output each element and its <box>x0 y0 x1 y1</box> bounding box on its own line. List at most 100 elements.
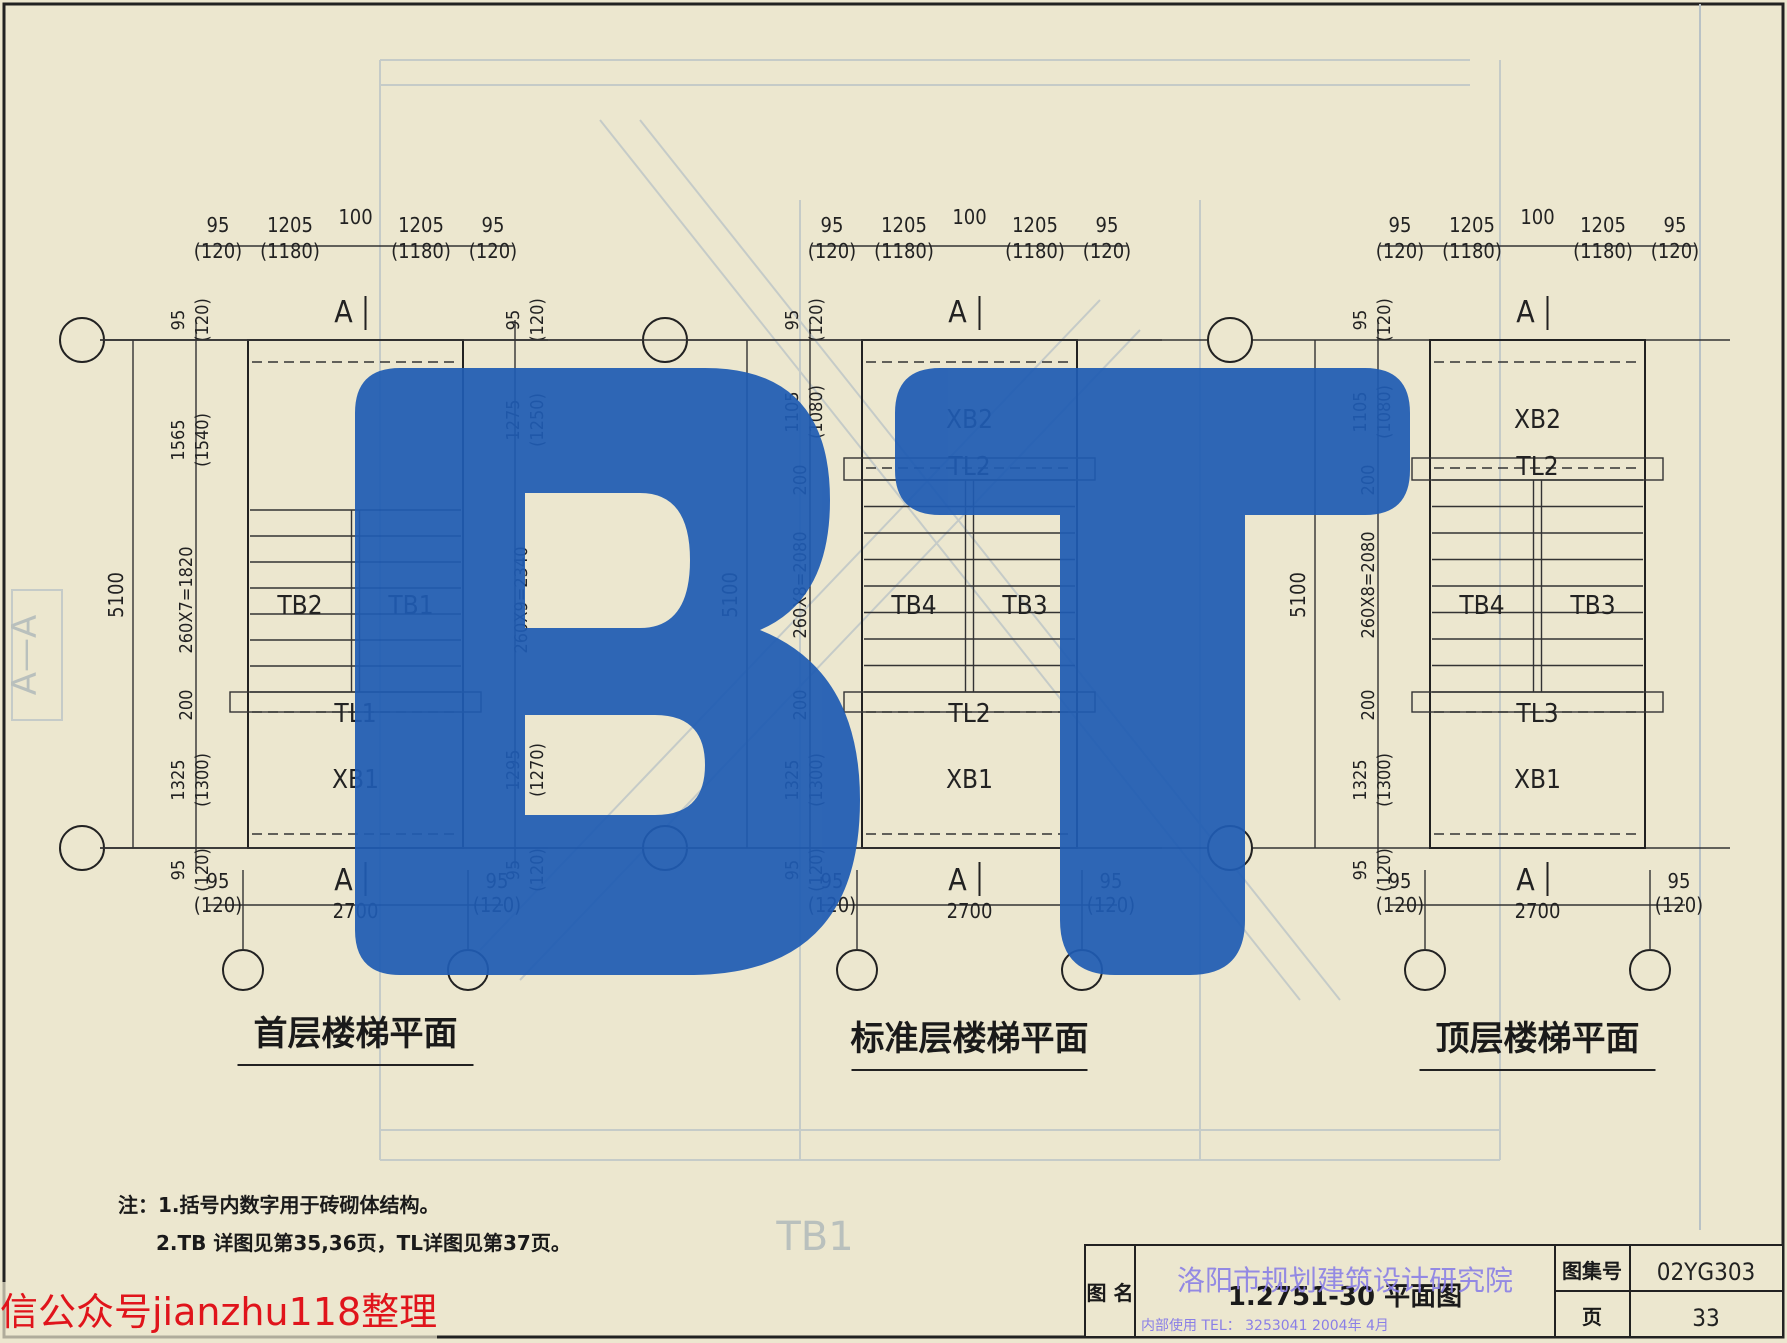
left-dim: (1540) <box>192 413 213 467</box>
left-dim: 95 <box>1350 310 1371 331</box>
axis-bubble-top <box>59 317 105 363</box>
top-dim: (120) <box>469 239 517 263</box>
top-dim: 1205 <box>1449 213 1495 237</box>
left-dim: 200 <box>1358 690 1379 721</box>
top-dim: 95 <box>1664 213 1687 237</box>
total-dim: 5100 <box>104 572 128 618</box>
left-dim: (120) <box>806 298 827 342</box>
note-line-1: 注：1.括号内数字用于砖砌体结构。 <box>118 1193 440 1217</box>
label-slab-top: XB2 <box>1514 405 1561 435</box>
top-dim: 1205 <box>881 213 927 237</box>
left-dim: 260X7=1820 <box>176 546 197 653</box>
top-dim: (120) <box>194 239 242 263</box>
left-dim: (120) <box>1374 848 1395 892</box>
right-dim: (120) <box>527 298 548 342</box>
top-dim: 1205 <box>1012 213 1058 237</box>
label-beam-mid: TL3 <box>1515 699 1558 729</box>
section-mark-bottom: A <box>1516 863 1535 898</box>
left-dim: (1300) <box>1374 753 1395 807</box>
axis-bubble-left <box>836 949 878 991</box>
axis-bubble-right <box>1629 949 1671 991</box>
left-dim: 95 <box>782 310 803 331</box>
bottom-dim: 95 <box>207 869 230 893</box>
axis-bubble-top <box>1207 317 1253 363</box>
top-dim: (1180) <box>1442 239 1502 263</box>
left-dim: 1565 <box>168 419 189 460</box>
label-beam-top: TL2 <box>1515 452 1558 482</box>
section-mark-top: A <box>948 295 967 330</box>
axis-bubble-bottom <box>59 825 105 871</box>
left-dim: (120) <box>192 848 213 892</box>
left-dim: 95 <box>168 860 189 881</box>
left-dim: (1300) <box>192 753 213 807</box>
axis-bubble-left <box>1404 949 1446 991</box>
right-dim: (1270) <box>527 743 548 797</box>
label-slab-bottom: XB1 <box>1514 765 1561 795</box>
top-dim: (120) <box>1376 239 1424 263</box>
title-block-atlas-label: 图集号 <box>1562 1259 1622 1283</box>
left-dim: 95 <box>1350 860 1371 881</box>
section-mark-top: A <box>334 295 353 330</box>
bottom-dim: 95 <box>1668 869 1691 893</box>
left-dim: 1325 <box>168 759 189 800</box>
top-dim: 95 <box>821 213 844 237</box>
left-dim: (120) <box>192 298 213 342</box>
plan-title: 首层楼梯平面 <box>254 1014 458 1054</box>
top-dim: (120) <box>1651 239 1699 263</box>
top-dim: (120) <box>1083 239 1131 263</box>
axis-bubble-left <box>222 949 264 991</box>
top-dim: (1180) <box>1005 239 1065 263</box>
top-landing-beam <box>1411 457 1664 481</box>
top-dim: 1205 <box>267 213 313 237</box>
plan-title: 顶层楼梯平面 <box>1436 1019 1640 1059</box>
title-block-drawing-name: 1.2751-30 平面图 <box>1228 1282 1462 1312</box>
top-dim: (120) <box>808 239 856 263</box>
top-dim: 100 <box>952 205 986 229</box>
left-dim: (120) <box>1374 298 1395 342</box>
stair-plans: TB2TB1TL1XB1AA95(120)1205(1180)1001205(1… <box>59 205 1730 1071</box>
bottom-dim: (120) <box>194 893 242 917</box>
note-line-2: 2.TB 详图见第35,36页，TL详图见第37页。 <box>156 1231 571 1255</box>
source-watermark-text: 信公众号jianzhu118整理 <box>0 1282 438 1342</box>
title-block-name-label: 图 名 <box>1087 1281 1134 1305</box>
label-flight-left: TB4 <box>890 591 936 621</box>
stair-walls <box>1429 339 1646 849</box>
section-mark-bottom: A <box>948 863 967 898</box>
top-dim: 100 <box>1520 205 1554 229</box>
bottom-dim: (120) <box>1376 893 1424 917</box>
left-dim: 1325 <box>1350 759 1371 800</box>
top-dim: 1205 <box>398 213 444 237</box>
left-dim: 260X8=2080 <box>1358 531 1379 638</box>
title-block-institute: 洛阳市规划建筑设计研究院 <box>1177 1264 1513 1297</box>
label-flight-right: TB3 <box>1001 591 1047 621</box>
faint-tb1-label: TB1 <box>775 1214 853 1260</box>
bt-logo-watermark <box>355 368 1410 975</box>
bottom-dim: (120) <box>1655 893 1703 917</box>
title-block-page-label: 页 <box>1582 1305 1602 1329</box>
section-mark-top: A <box>1516 295 1535 330</box>
top-dim: (1180) <box>874 239 934 263</box>
title-block-atlas-no: 02YG303 <box>1657 1258 1756 1286</box>
title-block-internal-use: 内部使用 TEL： 3253041 2004年 4月 <box>1141 1317 1389 1334</box>
title-block: 图 名 1.2751-30 平面图 洛阳市规划建筑设计研究院 内部使用 TEL：… <box>1084 1244 1784 1338</box>
bottom-dim: 2700 <box>947 899 993 923</box>
bottom-dim: 95 <box>1389 869 1412 893</box>
top-dim: (1180) <box>260 239 320 263</box>
label-flight-left: TB4 <box>1458 591 1504 621</box>
top-dim: (1180) <box>391 239 451 263</box>
right-dim: 95 <box>503 310 524 331</box>
top-dim: 100 <box>338 205 372 229</box>
top-dim: 95 <box>1096 213 1119 237</box>
top-dim: 95 <box>1389 213 1412 237</box>
left-dim: 95 <box>168 310 189 331</box>
top-dim: 1205 <box>1580 213 1626 237</box>
section-mark-bottom: A <box>334 863 353 898</box>
label-slab-bottom: XB1 <box>946 765 993 795</box>
label-flight-left: TB2 <box>276 591 322 621</box>
plan-title: 标准层楼梯平面 <box>851 1019 1089 1059</box>
total-dim: 5100 <box>1286 572 1310 618</box>
title-block-page-no: 33 <box>1692 1304 1719 1332</box>
